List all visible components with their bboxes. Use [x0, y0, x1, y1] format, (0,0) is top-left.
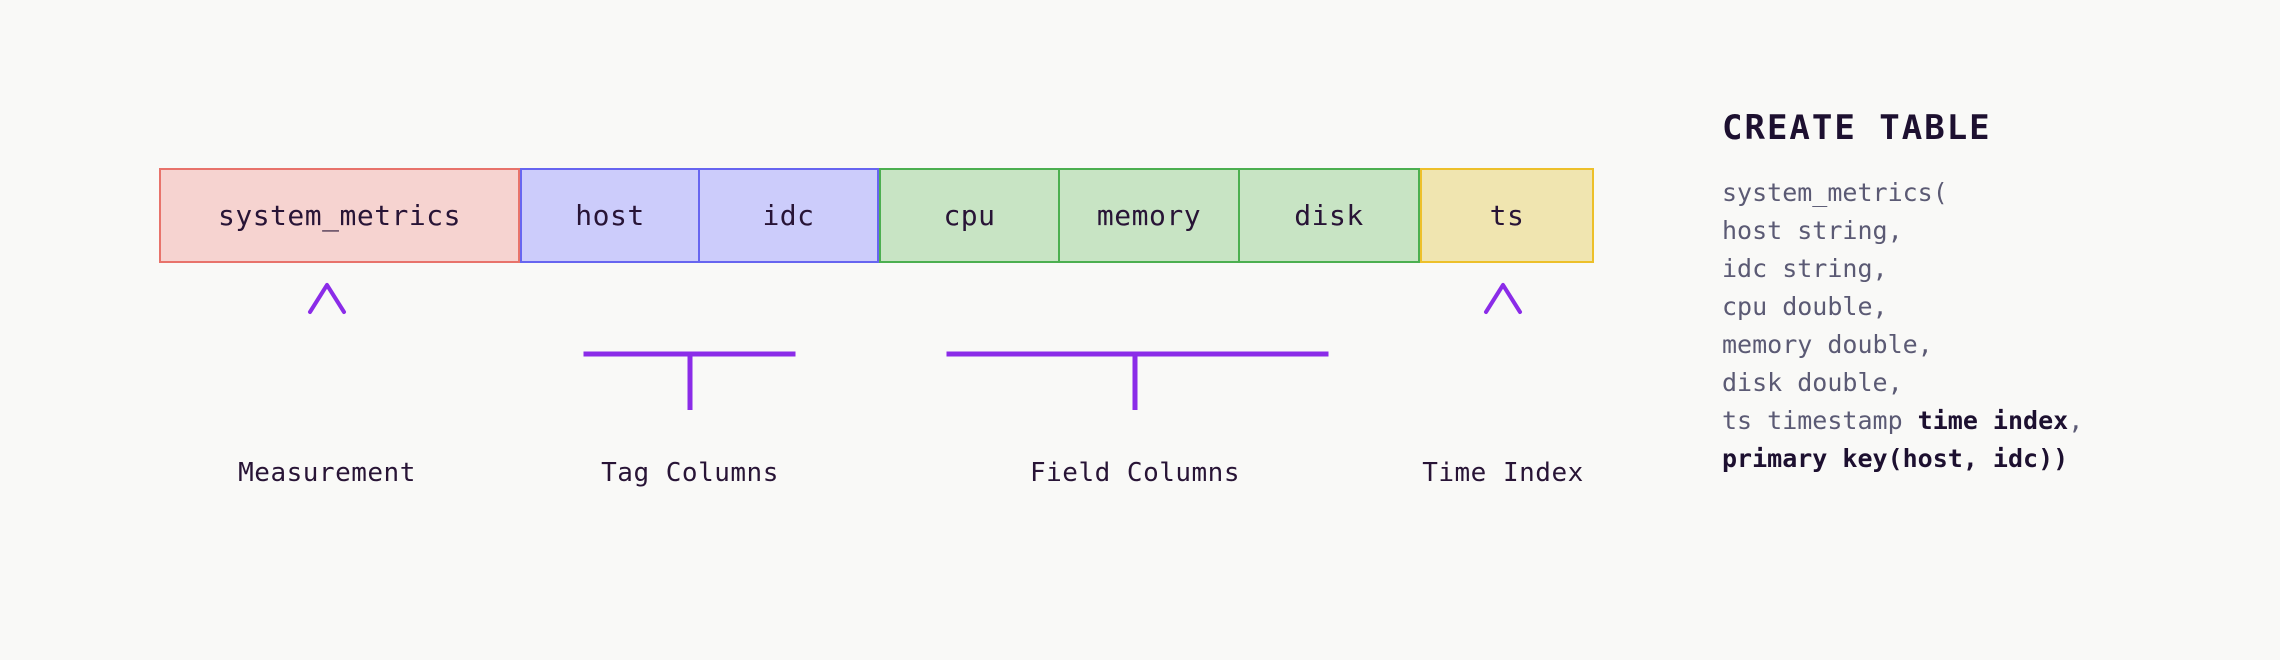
sql-text: ts timestamp: [1722, 406, 1918, 435]
column-cell-cpu[interactable]: cpu: [879, 168, 1060, 263]
column-cell-host[interactable]: host: [520, 168, 700, 263]
field-columns-bracket-icon: [946, 292, 1329, 410]
schema-strip: system_metrics host idc cpu memory disk …: [159, 168, 1594, 263]
sql-text: system_metrics(: [1722, 178, 1948, 207]
sql-text: memory double,: [1722, 330, 1933, 359]
create-table-panel: CREATE TABLE system_metrics(host string,…: [1722, 108, 2242, 478]
column-cell-idc[interactable]: idc: [699, 168, 879, 263]
sql-text: disk double,: [1722, 368, 1903, 397]
tag-columns-group: host idc: [520, 168, 879, 263]
caption-field-columns: Field Columns: [1030, 458, 1240, 488]
tag-columns-bracket-icon: [583, 292, 796, 410]
sql-keyword: time index: [1917, 406, 2069, 435]
measurement-arrow-icon: [308, 283, 346, 405]
measurement-group: system_metrics: [159, 168, 520, 263]
sql-text: ,: [2068, 406, 2084, 435]
caption-measurement: Measurement: [238, 458, 416, 488]
sql-line: ts timestamp time index,: [1722, 402, 2242, 440]
sql-line: system_metrics(: [1722, 174, 2242, 212]
sql-line: host string,: [1722, 212, 2242, 250]
column-cell-ts[interactable]: ts: [1420, 168, 1594, 263]
sql-text: idc string,: [1722, 254, 1888, 283]
caption-tag-columns: Tag Columns: [601, 458, 779, 488]
field-columns-group: cpu memory disk: [879, 168, 1420, 263]
time-index-arrow-icon: [1484, 283, 1522, 405]
column-cell-memory[interactable]: memory: [1059, 168, 1240, 263]
sql-line: idc string,: [1722, 250, 2242, 288]
sql-line: cpu double,: [1722, 288, 2242, 326]
sql-line: memory double,: [1722, 326, 2242, 364]
column-cell-disk[interactable]: disk: [1239, 168, 1420, 263]
sql-line: disk double,: [1722, 364, 2242, 402]
sql-line: primary key(host, idc)): [1722, 440, 2242, 478]
time-index-group: ts: [1420, 168, 1594, 263]
sql-text: cpu double,: [1722, 292, 1888, 321]
column-cell-measurement[interactable]: system_metrics: [159, 168, 520, 263]
caption-time-index: Time Index: [1422, 458, 1584, 488]
annotation-layer: [308, 283, 1522, 410]
create-table-sql: system_metrics(host string, idc string, cp…: [1722, 174, 2242, 478]
sql-keyword: primary key(host, idc)): [1722, 444, 2069, 473]
sql-text: host string,: [1722, 216, 1903, 245]
create-table-title: CREATE TABLE: [1722, 108, 1992, 148]
